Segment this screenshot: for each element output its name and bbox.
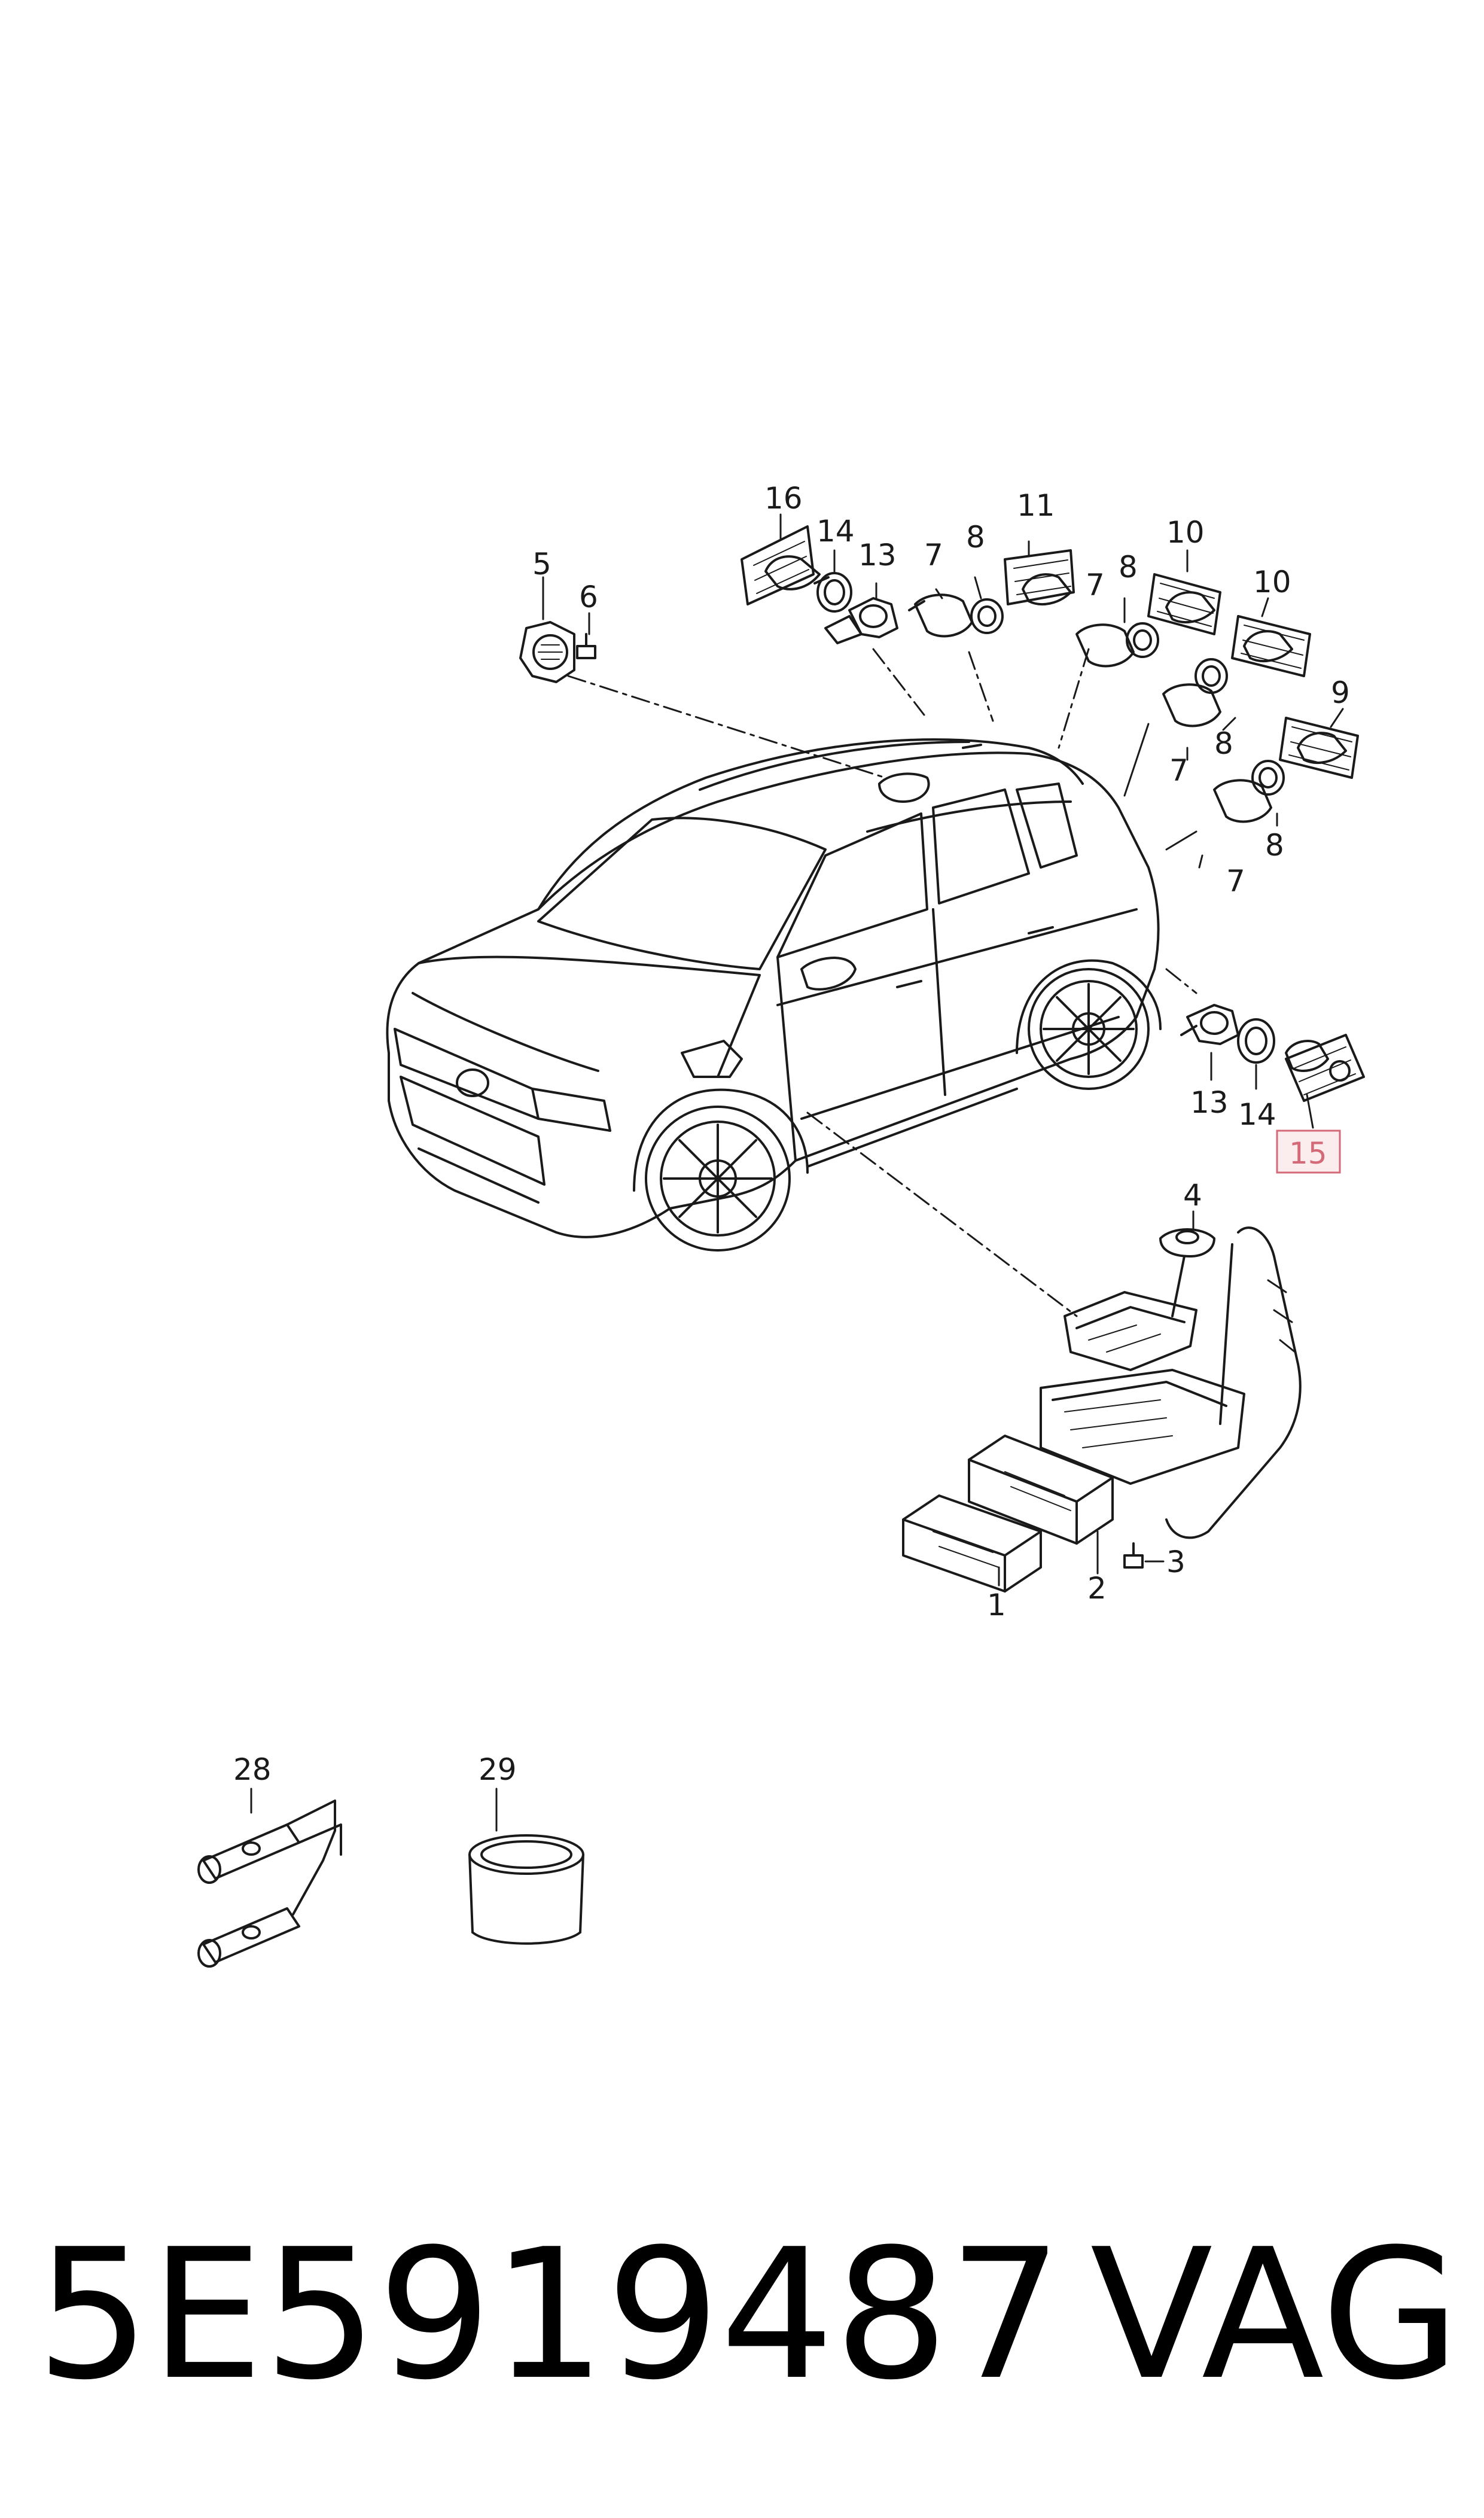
part-number: 5E5919487: [36, 2211, 1063, 2419]
part-7-sensor-housing-d: [1213, 779, 1272, 823]
callout-16: 16: [764, 481, 803, 516]
part-9-sensor-bracket: [1279, 717, 1359, 779]
part-3-screw: [1123, 1542, 1144, 1569]
part-8-ring-b: [1126, 622, 1159, 658]
part-14-ring: [816, 572, 852, 613]
callout-15: 15: [1289, 1136, 1327, 1171]
callout-2: 2: [1087, 1571, 1107, 1606]
part-8-ring: [970, 598, 1004, 634]
part-1-control-unit: [902, 1494, 1042, 1593]
part-8-ring-c: [1194, 658, 1228, 694]
part-16-sensor-bracket: [741, 525, 830, 605]
seat-base: [1040, 1369, 1245, 1485]
callout-9: 9: [1331, 675, 1350, 710]
part-14-ring-b: [1237, 1018, 1275, 1064]
callout-7: 7: [1086, 568, 1105, 602]
callout-8: 8: [966, 520, 985, 555]
leader-lines: [567, 648, 1197, 1317]
part-10-sensor-bracket-b: [1231, 615, 1311, 677]
callout-11: 11: [1017, 488, 1055, 523]
part-7-sensor-housing-b: [1075, 623, 1135, 668]
part-4-sensor: [1159, 1228, 1215, 1258]
callout-8: 8: [1214, 726, 1233, 761]
seat-frame: [1165, 1226, 1302, 1539]
solid-leaders: [1123, 723, 1197, 851]
callout-7: 7: [1169, 753, 1189, 788]
callout-28: 28: [233, 1752, 272, 1787]
part-6-screw: [576, 633, 596, 659]
part-13-holder-b: [1180, 1004, 1239, 1045]
part-2-control-unit: [968, 1435, 1114, 1545]
part-5-module: [519, 621, 575, 683]
part-10-sensor-bracket-a: [1147, 573, 1221, 635]
callout-7: 7: [924, 538, 943, 573]
part-8-ring-d: [1251, 760, 1285, 796]
part-29-sleeve: [468, 1834, 584, 1945]
callout-labels: 16 14 13 7 8 11 7 8 10 10 9 8 7 8 7 5 6 …: [233, 481, 1350, 1787]
callout-3: 3: [1166, 1545, 1186, 1579]
part-11-sensor-bracket: [1004, 549, 1075, 605]
mounting-bracket: [1064, 1255, 1197, 1371]
highlight-box-15: [1276, 1129, 1341, 1174]
part-13-holder: [824, 597, 898, 644]
callout-13: 13: [1190, 1085, 1229, 1120]
callout-5: 5: [532, 547, 551, 581]
callout-13: 13: [858, 538, 897, 573]
part-28-repair-connectors: [197, 1800, 342, 1968]
callout-14: 14: [1238, 1097, 1276, 1132]
callout-ticks: [250, 513, 1344, 1832]
vehicle-outline: [386, 738, 1162, 1252]
callout-10: 10: [1253, 565, 1291, 599]
part-15-sensor-bracket: [1285, 1034, 1365, 1102]
callout-4: 4: [1183, 1178, 1202, 1213]
part-7-sensor-housing-c: [1162, 683, 1221, 727]
callout-8: 8: [1265, 828, 1284, 863]
callout-1: 1: [987, 1588, 1006, 1622]
callout-6: 6: [579, 580, 598, 614]
callout-10: 10: [1166, 515, 1205, 550]
part-7-sensor-housing: [908, 593, 973, 638]
callout-29: 29: [479, 1752, 517, 1787]
brand-name: VAG: [1090, 2211, 1460, 2419]
callout-14: 14: [816, 514, 855, 549]
callout-8: 8: [1119, 550, 1138, 584]
callout-7: 7: [1226, 864, 1245, 899]
